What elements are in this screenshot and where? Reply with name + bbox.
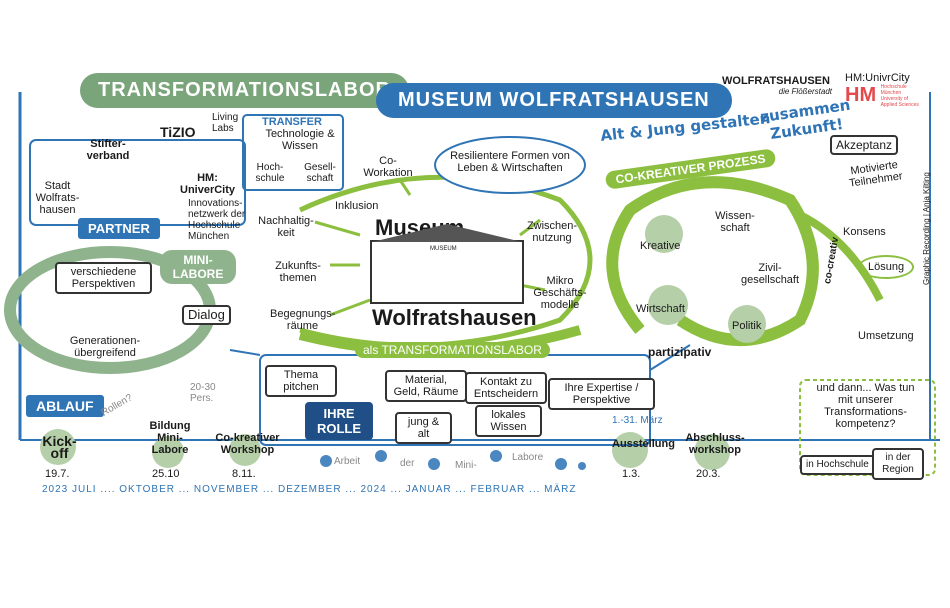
arbeit-text-2: der — [400, 458, 415, 469]
arbeit-dot-3 — [428, 458, 440, 470]
partizipativ-label: partizipativ — [648, 345, 712, 359]
minilabore-generationen: Generationen-übergreifend — [69, 335, 141, 359]
role-kreative: Kreative — [640, 240, 681, 252]
topic-mikro: Mikro Geschäfts-modelle — [533, 275, 587, 311]
minilabore-dialog: Dialog — [182, 305, 231, 325]
loesung-label: Lösung — [858, 255, 915, 279]
arbeit-text-3: Mini- — [455, 460, 477, 471]
ablauf-kickoff: Kick-off — [42, 433, 77, 461]
tizio: TiZIO — [160, 124, 196, 140]
timeline-axis: 2023 JULI .... OKTOBER ... NOVEMBER ... … — [42, 484, 577, 495]
arbeit-dot-5 — [555, 458, 567, 470]
wirtschaft-circle — [648, 285, 688, 325]
arbeit-dot-6 — [578, 462, 586, 470]
logo-hm: HM:UnivrCity HM Hochschule München Unive… — [845, 72, 935, 108]
innovationsnetzwerk: Innovations-netzwerk der Hochschule Münc… — [188, 198, 246, 242]
rolle-expertise: Ihre Expertise / Perspektive — [548, 378, 655, 410]
role-wissenschaft: Wissen-schaft — [715, 210, 755, 234]
rolle-kontakt: Kontakt zu Entscheidern — [465, 372, 547, 404]
partner-label: PARTNER — [78, 218, 160, 239]
ablauf-ausstellung-range: 1.-31. März — [612, 415, 663, 426]
topic-inklusion: Inklusion — [335, 200, 379, 212]
als-transformationslabor: als TRANSFORMATIONSLABOR — [355, 342, 550, 358]
ablauf-ausstellung-date: 1.3. — [622, 468, 641, 480]
transfer-hochschule: Hoch-schule — [255, 162, 285, 184]
logo-wolfratshausen: WOLFRATSHAUSEN die Flößerstadt — [722, 75, 832, 96]
logo-hm-sub: Hochschule München University of Applied… — [880, 84, 919, 108]
ablauf-workshop-date: 8.11. — [232, 468, 256, 480]
museum-roof — [372, 224, 522, 242]
topic-coworkation: Co-Workation — [363, 155, 413, 179]
role-zivilgesellschaft: Zivil-gesellschaft — [740, 262, 800, 286]
stadt-wolfratshausen: Stadt Wolfrats-hausen — [35, 180, 80, 216]
rolle-jung: jung & alt — [395, 412, 452, 444]
city-title: Wolfratshausen — [372, 305, 537, 330]
ablauf-bildung-date: 25.10 — [152, 468, 180, 480]
ablauf-workshop: Co-kreativer Workshop — [215, 432, 280, 456]
title-museum: MUSEUM WOLFRATSHAUSEN — [376, 83, 732, 118]
ablauf-abschluss-date: 20.3. — [696, 468, 721, 480]
logo-hm-text: HM:UnivrCity — [845, 72, 910, 84]
politik-circle — [728, 305, 766, 343]
ablauf-pers: 20-30 Pers. — [190, 382, 216, 404]
minilabore-perspektiven: verschiedene Perspektiven — [55, 262, 152, 294]
stifterverband: Stifter-verband — [86, 138, 130, 162]
ablauf-ausstellung: Ausstellung — [612, 438, 675, 450]
region-box: in der Region — [872, 448, 924, 480]
arbeit-dot-4 — [490, 450, 502, 462]
hm-univercity: HM: UniverCity — [180, 172, 236, 196]
title-transformationslabor: TRANSFORMATIONSLABOR — [80, 73, 409, 108]
credit-label: Graphic Recording | Anja Kilting — [922, 172, 931, 285]
role-wirtschaft: Wirtschaft — [636, 303, 685, 315]
topic-begegnungsraeume: Begegnungs-räume — [270, 308, 336, 332]
arbeit-dot-2 — [375, 450, 387, 462]
logo-wolfratshausen-sub: die Flößerstadt — [778, 87, 832, 96]
ablauf-kickoff-date: 19.7. — [45, 468, 70, 480]
museum-sign: MUSEUM — [430, 246, 457, 252]
hochschule-box: in Hochschule — [800, 455, 875, 475]
ablauf-label: ABLAUF — [26, 395, 104, 417]
rolle-material: Material, Geld, Räume — [385, 370, 467, 402]
ihre-rolle-label: IHRE ROLLE — [305, 402, 373, 440]
topic-nachhaltigkeit: Nachhaltig-keit — [258, 215, 314, 239]
arbeit-text-4: Labore — [512, 452, 544, 463]
kreative-circle — [645, 215, 683, 253]
konsens-label: Konsens — [843, 226, 886, 238]
question-label: und dann... Was tun mit unserer Transfor… — [816, 382, 915, 430]
arbeit-dot-1 — [320, 455, 332, 467]
arbeit-text-1: Arbeit — [334, 456, 361, 467]
topic-zwischennutzung: Zwischen-nutzung — [526, 220, 578, 244]
topic-zukunftsthemen: Zukunfts-themen — [275, 260, 321, 284]
museum-building: MUSEUM — [370, 224, 524, 304]
akzeptanz-label: Akzeptanz — [830, 135, 899, 155]
logo-wolfratshausen-text: WOLFRATSHAUSEN — [722, 75, 830, 87]
rolle-thema: Thema pitchen — [265, 365, 337, 397]
living-labs: Living Labs — [212, 112, 239, 134]
transfer-title: TRANSFER — [262, 116, 322, 128]
transfer-gesellschaft: Gesell-schaft — [304, 162, 336, 184]
topic-resilient: Resilientere Formen von Leben & Wirtscha… — [450, 150, 570, 174]
logo-hm-mark: HM — [845, 84, 877, 106]
ablauf-bildung: Bildung Mini-Labore — [149, 420, 191, 456]
umsetzung-label: Umsetzung — [858, 330, 914, 342]
rolle-lokales: lokales Wissen — [475, 405, 542, 437]
role-politik: Politik — [732, 320, 762, 332]
minilabore-title: MINI-LABORE — [160, 250, 236, 284]
transfer-text: Technologie & Wissen — [265, 128, 335, 152]
ablauf-abschluss: Abschluss-workshop — [685, 432, 745, 456]
